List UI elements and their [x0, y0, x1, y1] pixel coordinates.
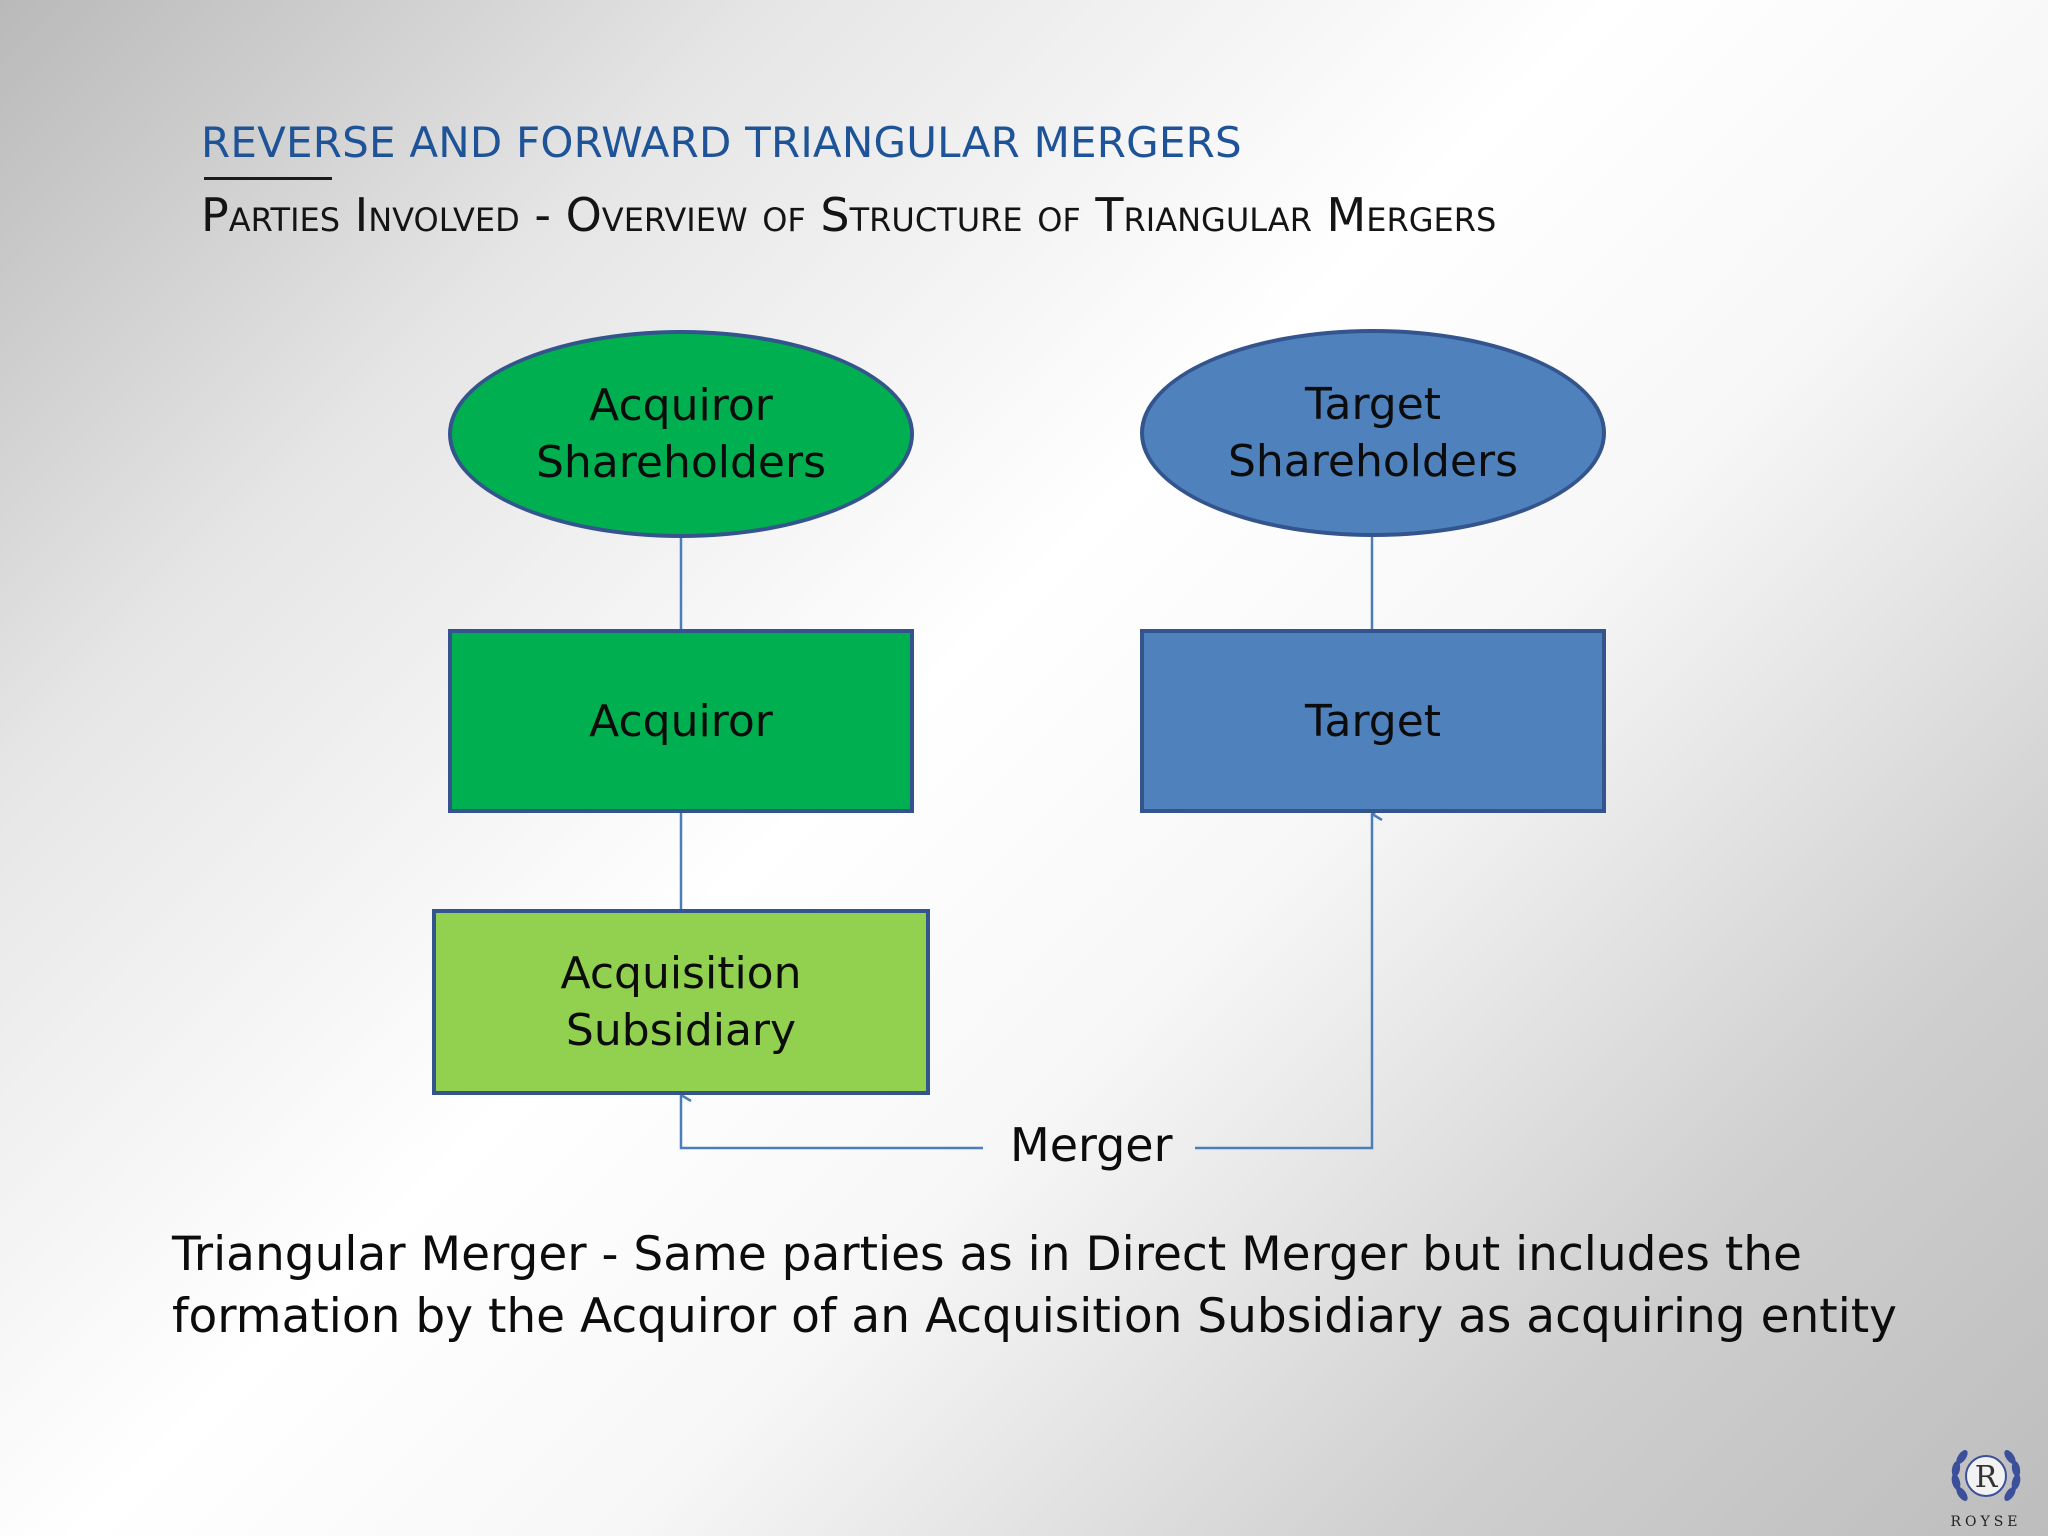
target-label: Target — [1304, 695, 1442, 747]
slide-subtitle: Parties Involved - Overview of Structure… — [201, 188, 1497, 242]
caption-line-1: Triangular Merger - Same parties as in D… — [172, 1227, 1802, 1282]
target-node: Target — [1140, 629, 1606, 813]
caption-line-2: formation by the Acquiror of an Acquisit… — [172, 1289, 1898, 1344]
laurel-emblem-icon: R — [1951, 1450, 2021, 1501]
merger-label: Merger — [1010, 1118, 1173, 1172]
caption: Triangular Merger - Same parties as in D… — [172, 1224, 1898, 1348]
merger-arrow-to-target — [1195, 814, 1372, 1150]
acquiror-shareholders-node: Acquiror Shareholders — [448, 330, 914, 538]
target-shareholders-node: Target Shareholders — [1140, 329, 1606, 537]
acquiror-label: Acquiror — [589, 695, 773, 747]
logo-letter: R — [1975, 1460, 1999, 1495]
target-shareholders-label: Target Shareholders — [1227, 379, 1519, 487]
acquisition-subsidiary-label: Acquisition Subsidiary — [560, 948, 802, 1056]
merger-arrow-to-subsidiary — [679, 1095, 983, 1150]
acquisition-subsidiary-node: Acquisition Subsidiary — [432, 909, 930, 1095]
logo-text: ROYSE — [1950, 1514, 2022, 1530]
acquiror-node: Acquiror — [448, 629, 914, 813]
royse-logo: R ROYSE — [1940, 1442, 2032, 1536]
title-underline — [204, 177, 332, 180]
acquiror-shareholders-label: Acquiror Shareholders — [535, 380, 827, 488]
slide-title: REVERSE AND FORWARD TRIANGULAR MERGERS — [201, 118, 1242, 167]
